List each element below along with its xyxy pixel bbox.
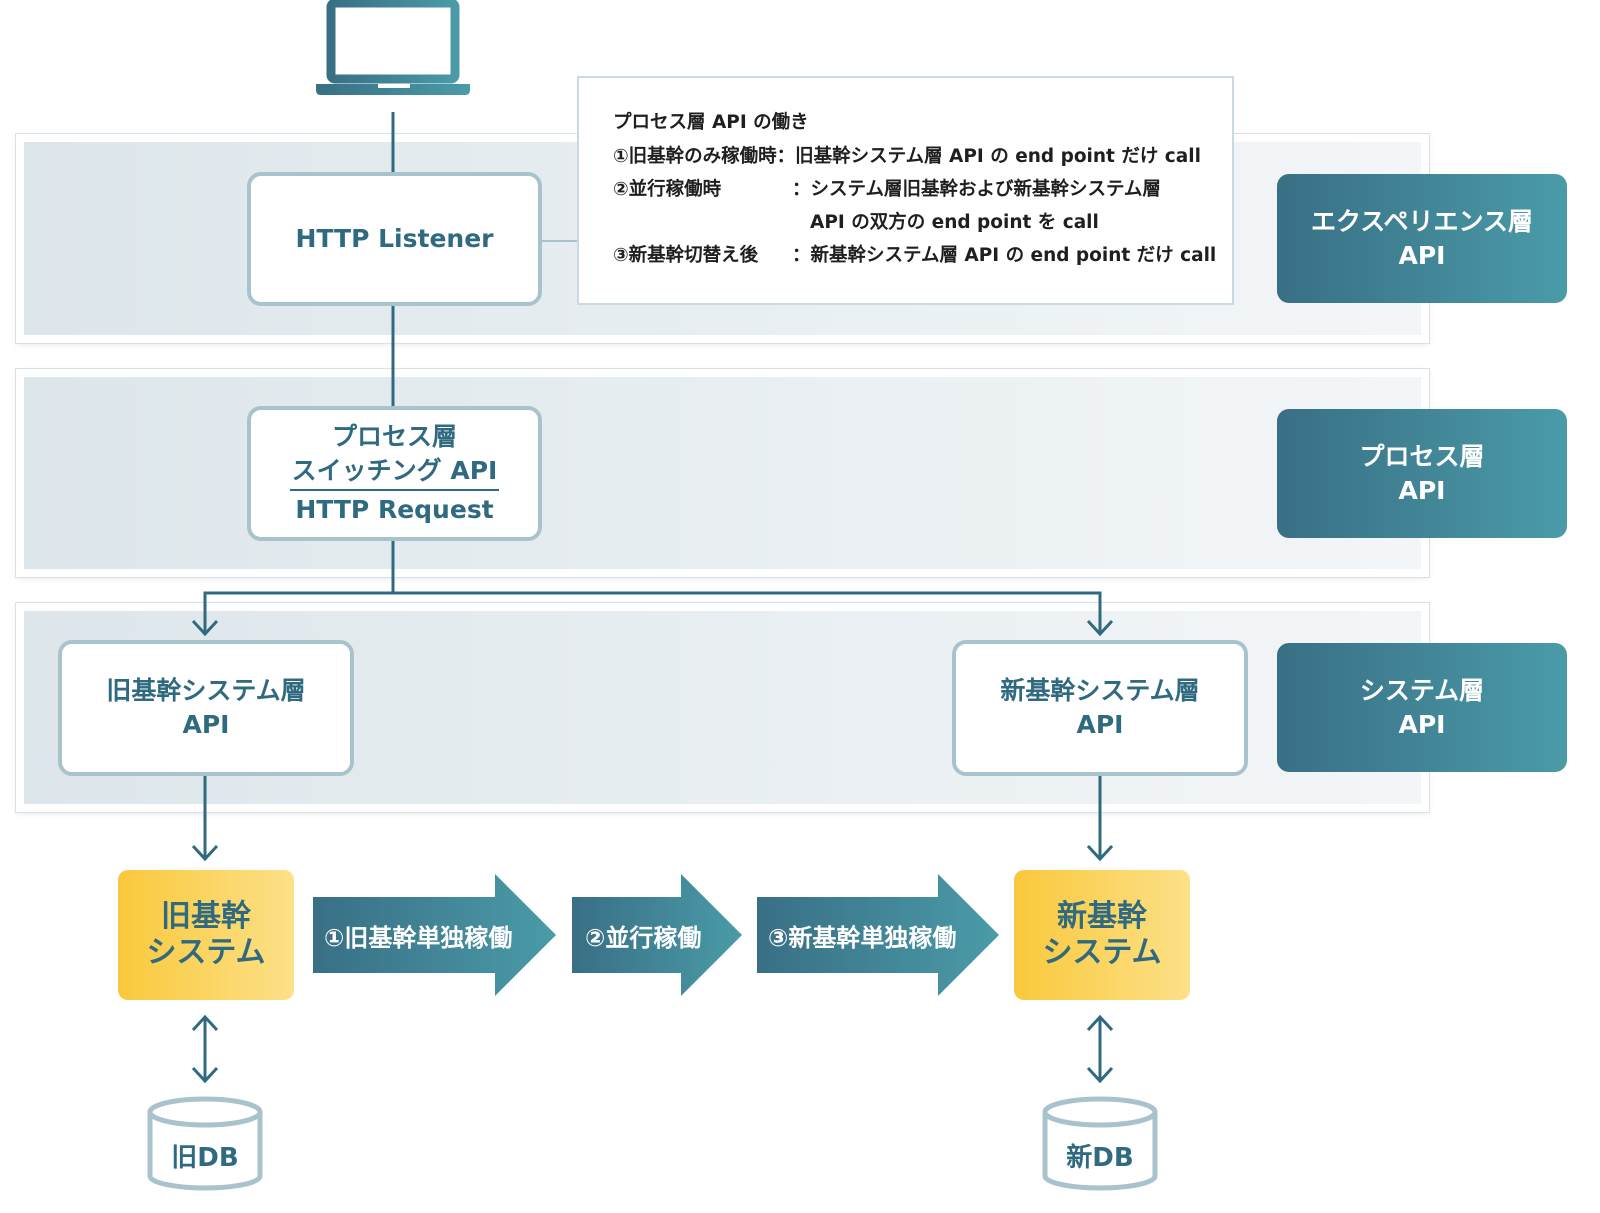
migration-arrow-1 [313,874,556,996]
system-label-line1: システム層 [1359,675,1485,705]
experience-label-line1: エクスペリエンス層 [1310,206,1533,236]
old-db-cylinder-icon [147,1096,263,1191]
new-db-cylinder-icon [1042,1096,1158,1191]
note-line-3-text: API の双方の end point を call [810,212,1099,233]
new-core-line1: 新基幹 [1057,899,1147,934]
split-line [203,591,1102,633]
process-box-line3: HTTP Request [295,495,494,524]
system-layer-label: システム層 API [1277,643,1567,772]
old-core-line2: システム [146,935,266,970]
old-system-api-box: 旧基幹システム層 API [58,640,354,776]
process-api-note: プロセス層 API の働き ①旧基幹のみ稼働時：旧基幹システム層 API の e… [577,76,1234,305]
process-switching-box: プロセス層 スイッチング API HTTP Request [247,406,542,541]
experience-layer-label: エクスペリエンス層 API [1277,174,1567,303]
http-listener-label: HTTP Listener [295,224,494,253]
old-sys-line2: API [182,710,230,739]
new-system-api-box: 新基幹システム層 API [952,640,1248,776]
migration-step-1-label: ①旧基幹単独稼働 [324,923,513,952]
laptop-icon [316,0,470,95]
new-sys-line1: 新基幹システム層 [1000,676,1200,705]
note-title: プロセス層 API の働き [613,112,809,133]
new-core-line2: システム [1042,935,1162,970]
new-sys-line2: API [1076,710,1124,739]
new-db-label: 新DB [1066,1143,1134,1173]
old-sys-line1: 旧基幹システム層 [106,676,306,705]
process-label-line1: プロセス層 [1359,441,1485,471]
new-core-system-box: 新基幹 システム [1014,870,1190,1000]
process-box-line1: プロセス層 [331,422,457,451]
experience-label-line2: API [1398,240,1446,270]
process-label-line2: API [1398,475,1446,505]
migration-step-3-label: ③新基幹単独稼働 [768,923,957,952]
arrowhead-right [1086,619,1114,637]
process-box-line2: スイッチング API [289,454,500,491]
note-line-2-label: ②並行稼働時 [613,179,722,200]
system-label-line2: API [1398,709,1446,739]
old-db-double-arrow [191,1014,219,1084]
note-line-4-text: ：新基幹システム層 API の end point だけ call [792,245,1217,266]
old-core-system-box: 旧基幹 システム [118,870,294,1000]
note-line-2-text: ：システム層旧基幹および新基幹システム層 [792,179,1161,200]
http-listener-box: HTTP Listener [247,172,542,306]
process-layer-label: プロセス層 API [1277,409,1567,538]
migration-arrow-2 [572,874,742,996]
note-line-4-label: ③新基幹切替え後 [613,245,759,266]
arrowhead-left [191,619,219,637]
old-core-line1: 旧基幹 [161,899,251,934]
old-db-label: 旧DB [171,1143,239,1173]
migration-arrow-3 [757,874,999,996]
new-db-double-arrow [1086,1014,1114,1084]
note-line-1: ①旧基幹のみ稼働時：旧基幹システム層 API の end point だけ ca… [613,146,1201,167]
migration-step-2-label: ②並行稼働 [585,923,702,952]
